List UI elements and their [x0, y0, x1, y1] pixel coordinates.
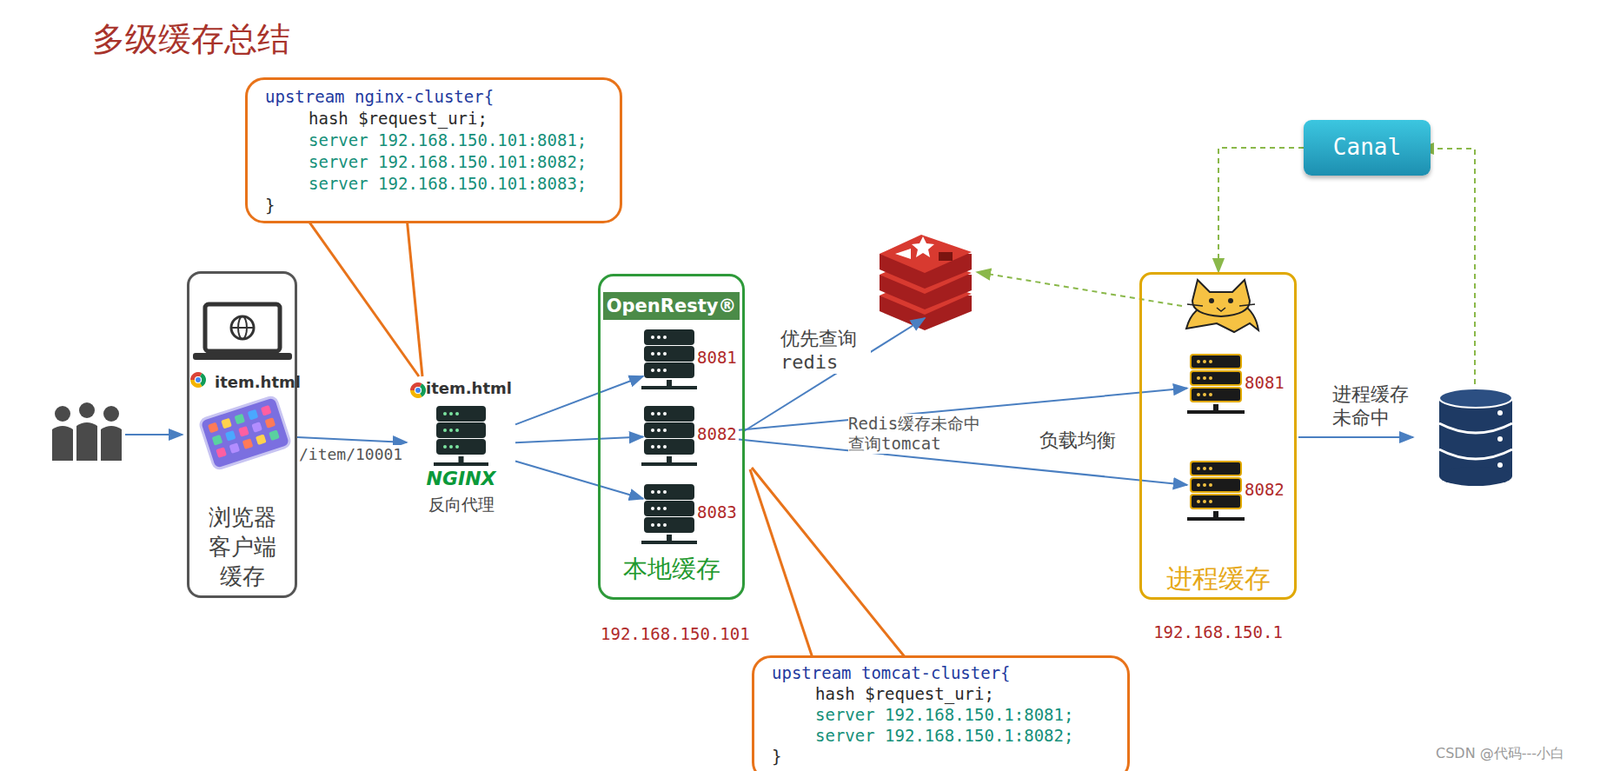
node-text: item.html — [425, 378, 512, 398]
node-text: item.html — [214, 372, 301, 392]
server-icon — [1187, 461, 1245, 521]
node-text: upstream tomcat-cluster{ — [771, 663, 1011, 683]
server-node: 8082 — [1187, 458, 1292, 522]
connector — [515, 436, 644, 443]
node-text: server 192.168.150.1:8081; — [815, 704, 1074, 724]
node-text: NGINX — [406, 467, 516, 490]
openresty-box: OpenResty®本地缓存192.168.150.10180818082808… — [597, 273, 745, 600]
server-icon — [1187, 354, 1245, 414]
server-icon — [433, 406, 489, 466]
note-label: 优先查询 redis — [780, 326, 871, 374]
node-text: 192.168.150.1 — [1141, 622, 1295, 642]
node-text: 192.168.150.101 — [600, 624, 743, 644]
canal-button: Canal — [1303, 119, 1431, 176]
users-icon — [52, 402, 122, 461]
node-text: } — [265, 195, 275, 215]
server-node: 8081 — [1187, 351, 1292, 415]
node-text: upstream nginx-cluster{ — [265, 86, 494, 107]
redis-icon — [879, 234, 972, 331]
nginx-node: item.htmlNGINX 反向代理 — [406, 371, 516, 518]
node-text: 浏览器 客户端 缓存 — [189, 502, 295, 591]
node-text: 8081 — [697, 347, 737, 367]
server-node: 8082 — [643, 404, 739, 465]
edge-label: Redis缓存未命中 查询tomcat — [848, 413, 998, 454]
connector — [1218, 147, 1304, 273]
connector — [297, 437, 407, 443]
callout-box: upstream nginx-cluster{hash $request_uri… — [245, 77, 623, 224]
sync-arrow — [976, 272, 1182, 306]
tomcat-icon — [1186, 279, 1259, 332]
note-label: CSDN @代码---小白 — [1435, 744, 1565, 764]
node-text: 进程缓存 — [1141, 561, 1295, 598]
node-text: Canal — [1303, 133, 1431, 160]
node-text: 8082 — [1244, 479, 1285, 499]
database-icon — [1439, 388, 1513, 486]
laptop-icon — [192, 304, 293, 360]
node-text: server 192.168.150.1:8082; — [815, 725, 1074, 745]
server-node: 8081 — [643, 328, 739, 388]
node-text: } — [771, 746, 782, 766]
server-node: 8083 — [643, 483, 739, 543]
edge-label: /item/10001 — [298, 444, 403, 464]
note-label: 进程缓存 未命中 — [1332, 382, 1420, 430]
server-icon — [641, 406, 698, 466]
server-icon — [641, 330, 698, 390]
node-text: server 192.168.150.101:8082; — [308, 152, 587, 172]
tomcat-box: 进程缓存192.168.150.180818082 — [1139, 272, 1297, 600]
node-text: OpenResty® — [603, 292, 740, 320]
node-text: 本地缓存 — [600, 552, 743, 586]
flow-arrow — [1298, 436, 1414, 439]
node-text: server 192.168.150.101:8081; — [308, 130, 587, 150]
node-text: 8081 — [1244, 372, 1285, 392]
browser-box: item.html 浏览器 客户端 缓存 — [186, 271, 298, 598]
node-text: 8082 — [697, 424, 737, 444]
title: 多级缓存总结 — [92, 17, 291, 62]
node-text: hash $request_uri; — [308, 108, 488, 128]
connector — [515, 460, 644, 498]
phone-icon — [199, 395, 292, 470]
node-text: 8083 — [697, 502, 737, 522]
callout-box: upstream tomcat-cluster{hash $request_ur… — [751, 655, 1130, 771]
leader-lines — [305, 217, 906, 658]
note-label: 负载均衡 — [1039, 427, 1116, 454]
node-text: 反向代理 — [406, 493, 516, 517]
chrome-icon — [190, 371, 206, 388]
server-icon — [641, 484, 698, 545]
flow-arrow — [125, 433, 183, 436]
connector — [515, 376, 644, 425]
sync-arrow — [1420, 148, 1475, 385]
node-text: hash $request_uri; — [815, 683, 995, 704]
chrome-icon — [410, 382, 426, 399]
node-text: server 192.168.150.101:8083; — [308, 173, 587, 193]
